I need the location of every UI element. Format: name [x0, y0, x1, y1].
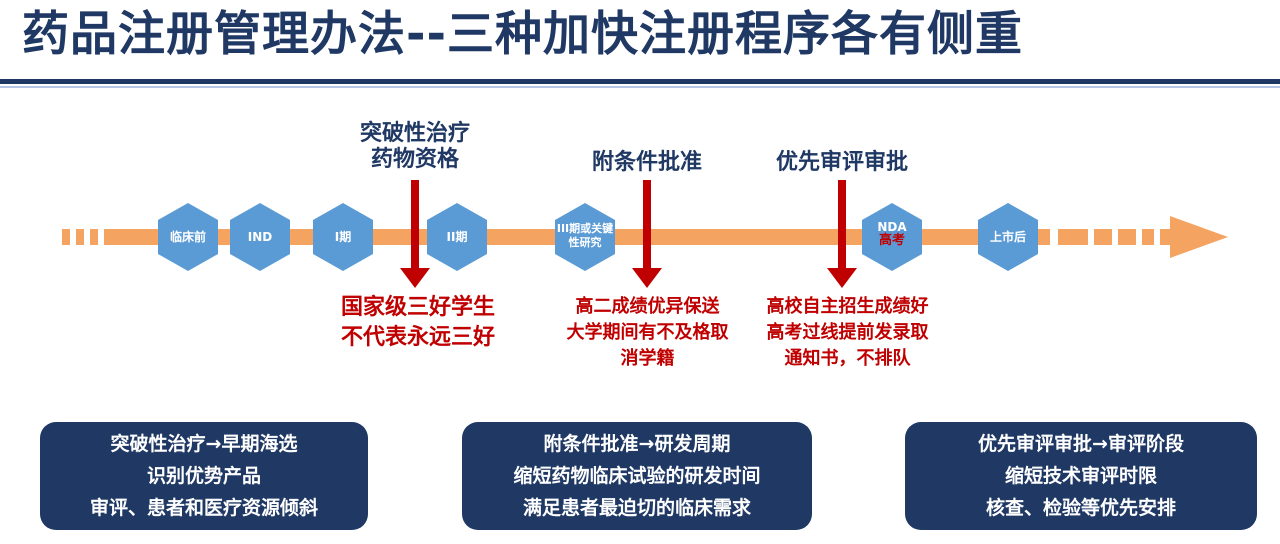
hex-postmarket	[978, 203, 1038, 271]
milestone-note-breakthrough: 国家级三好学生 不代表永远三好	[318, 293, 518, 353]
arrow-dash	[1160, 229, 1170, 245]
milestone-breakthrough: 突破性治疗 药物资格	[340, 121, 490, 173]
arrow-dash	[62, 229, 70, 245]
title-divider	[0, 79, 1280, 84]
hex-phase3	[555, 203, 615, 271]
note-line: 高考过线提前发录取	[766, 322, 929, 343]
stage-label: II期	[446, 230, 468, 244]
panel-line: 识别优势产品	[146, 465, 261, 487]
title-divider-accent	[0, 86, 1280, 88]
note-line: 消学籍	[620, 348, 675, 369]
arrow-dash	[1094, 229, 1112, 245]
note-line: 高二成绩优异保送	[575, 296, 720, 317]
arrow-dash	[1118, 229, 1136, 245]
panel-line: 核查、检验等优先安排	[985, 497, 1176, 519]
stage-label: 临床前	[169, 230, 206, 244]
panel-line: 附条件批准→研发周期	[543, 433, 731, 455]
stage-label: 上市后	[989, 230, 1026, 244]
note-line: 通知书，不排队	[784, 348, 911, 369]
arrow-dash	[1142, 229, 1154, 245]
stage-sublabel-nda: 高考	[878, 233, 905, 248]
timeline-arrow-head	[1170, 216, 1228, 258]
note-line: 国家级三好学生	[340, 295, 495, 320]
hex-preclinical	[158, 203, 218, 271]
stage-label: IND	[247, 230, 273, 244]
panel-line: 满足患者最迫切的临床需求	[522, 497, 751, 519]
stage-label: III期或关键性研究	[556, 222, 614, 249]
arrow-dash	[76, 229, 84, 245]
summary-panel-priority: 优先审评审批→审评阶段 缩短技术审评时限 核查、检验等优先安排	[905, 422, 1257, 530]
note-line: 不代表永远三好	[340, 325, 495, 350]
milestone-title-line: 药物资格	[370, 147, 459, 172]
marker-arrow-head	[400, 268, 430, 288]
milestone-note-priority: 高校自主招生成绩好 高考过线提前发录取 通知书，不排队	[745, 294, 950, 372]
panel-line: 缩短技术审评时限	[1004, 465, 1157, 487]
stage-label: I期	[334, 230, 352, 244]
panel-line: 审评、患者和医疗资源倾斜	[89, 497, 318, 519]
panel-line: 优先审评审批→审评阶段	[978, 433, 1184, 455]
hex-nda	[862, 203, 922, 271]
marker-arrow-shaft	[838, 180, 846, 270]
marker-arrow-shaft	[643, 180, 651, 270]
summary-panel-conditional: 附条件批准→研发周期 缩短药物临床试验的研发时间 满足患者最迫切的临床需求	[462, 422, 812, 530]
stage-label-nda: NDA	[877, 220, 907, 234]
milestone-priority: 优先审评审批	[775, 150, 908, 175]
milestone-note-conditional: 高二成绩优异保送 大学期间有不及格取 消学籍	[545, 294, 750, 372]
milestone-conditional: 附条件批准	[591, 150, 702, 175]
arrow-dash	[90, 229, 98, 245]
panel-line: 突破性治疗→早期海选	[110, 433, 298, 455]
hex-phase2	[427, 203, 487, 271]
hex-phase1	[313, 203, 373, 271]
panel-line: 缩短药物临床试验的研发时间	[513, 465, 761, 487]
arrow-dash	[1058, 229, 1088, 245]
summary-panel-breakthrough: 突破性治疗→早期海选 识别优势产品 审评、患者和医疗资源倾斜	[40, 422, 368, 530]
hex-ind	[230, 203, 290, 271]
marker-arrow-shaft	[411, 180, 419, 270]
milestone-title-line: 突破性治疗	[359, 121, 470, 146]
marker-arrow-head	[632, 268, 662, 288]
note-line: 高校自主招生成绩好	[766, 296, 929, 317]
marker-arrow-head	[827, 268, 857, 288]
page-title: 药品注册管理办法--三种加快注册程序各有侧重	[22, 7, 1024, 62]
stage-label: NDA 高考	[857, 220, 927, 248]
note-line: 大学期间有不及格取	[566, 322, 729, 343]
